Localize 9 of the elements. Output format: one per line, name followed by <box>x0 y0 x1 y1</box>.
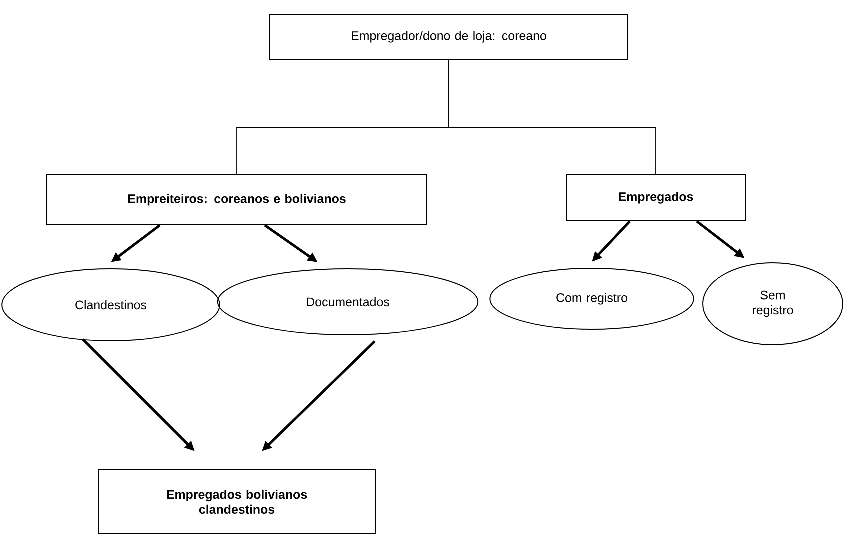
box: Empregados <box>566 174 746 222</box>
oval: Sem registro <box>702 262 844 346</box>
box: Empregador/dono de loja: coreano <box>270 14 628 60</box>
connector-line <box>448 60 656 175</box>
box: Empregados bolivianos clandestinos <box>98 470 376 534</box>
box: Empreiteiros: coreanos e bolivianos <box>46 174 428 226</box>
oval: Clandestinos <box>2 268 220 342</box>
oval: Com registro <box>490 268 694 330</box>
oval: Documentados <box>217 268 479 336</box>
